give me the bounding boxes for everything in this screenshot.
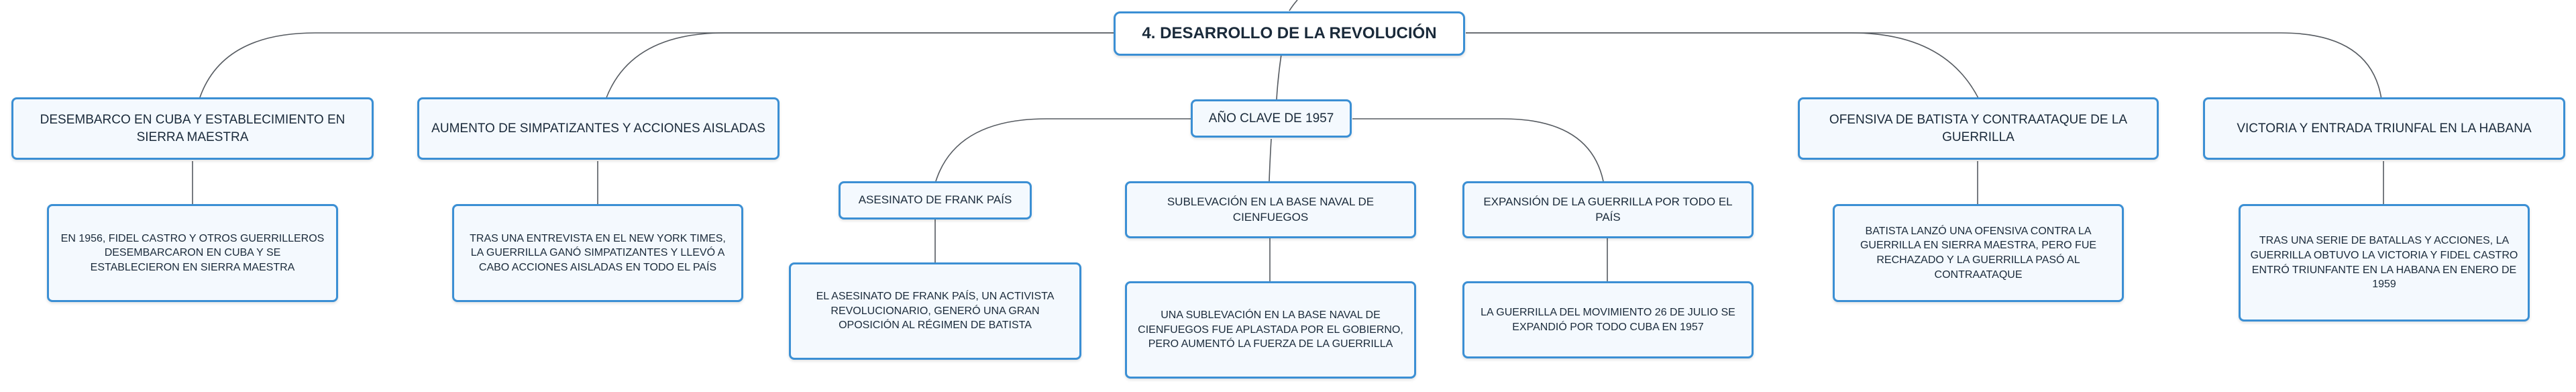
detail-victoria-habana[interactable]: TRAS UNA SERIE DE BATALLAS Y ACCIONES, L… <box>2239 204 2530 322</box>
root-node[interactable]: 4. DESARROLLO DE LA REVOLUCIÓN <box>1114 11 1465 56</box>
detail-aumento-simpatizantes[interactable]: TRAS UNA ENTREVISTA EN EL NEW YORK TIMES… <box>452 204 743 302</box>
topic-label: DESEMBARCO EN CUBA Y ESTABLECIMIENTO EN … <box>40 112 345 144</box>
detail-text: EL ASESINATO DE FRANK PAÍS, UN ACTIVISTA… <box>816 291 1055 332</box>
connector-topic3-sub3 <box>1352 118 1604 182</box>
connector-topic3-sub1 <box>935 118 1191 182</box>
detail-text: LA GUERRILLA DEL MOVIMIENTO 26 DE JULIO … <box>1481 306 1735 333</box>
connector-parent <box>1289 0 1298 11</box>
topic-ofensiva-batista[interactable]: OFENSIVA DE BATISTA Y CONTRAATAQUE DE LA… <box>1798 97 2159 160</box>
connector-topic3-sub2 <box>1269 138 1272 182</box>
connector-root-topic3 <box>1276 54 1282 100</box>
root-title: 4. DESARROLLO DE LA REVOLUCIÓN <box>1142 23 1437 42</box>
connector-root-topic2 <box>605 32 1117 100</box>
topic-desembarco[interactable]: DESEMBARCO EN CUBA Y ESTABLECIMIENTO EN … <box>11 97 374 160</box>
subtopic-label: SUBLEVACIÓN EN LA BASE NAVAL DE CIENFUEG… <box>1167 195 1375 224</box>
subtopic-label: EXPANSIÓN DE LA GUERRILLA POR TODO EL PA… <box>1483 195 1733 224</box>
detail-text: UNA SUBLEVACIÓN EN LA BASE NAVAL DE CIEN… <box>1138 309 1403 350</box>
topic-label: AUMENTO DE SIMPATIZANTES Y ACCIONES AISL… <box>431 121 765 136</box>
topic-label: OFENSIVA DE BATISTA Y CONTRAATAQUE DE LA… <box>1829 112 2128 144</box>
detail-expansion-guerrilla[interactable]: LA GUERRILLA DEL MOVIMIENTO 26 DE JULIO … <box>1462 281 1754 358</box>
subtopic-cienfuegos[interactable]: SUBLEVACIÓN EN LA BASE NAVAL DE CIENFUEG… <box>1125 181 1416 238</box>
subtopic-expansion-guerrilla[interactable]: EXPANSIÓN DE LA GUERRILLA POR TODO EL PA… <box>1462 181 1754 238</box>
topic-label: VICTORIA Y ENTRADA TRIUNFAL EN LA HABANA <box>2237 121 2532 136</box>
topic-label: AÑO CLAVE DE 1957 <box>1208 111 1334 126</box>
detail-text: BATISTA LANZÓ UNA OFENSIVA CONTRA LA GUE… <box>1860 225 2097 281</box>
detail-text: TRAS UNA SERIE DE BATALLAS Y ACCIONES, L… <box>2250 235 2518 291</box>
topic-victoria-habana[interactable]: VICTORIA Y ENTRADA TRIUNFAL EN LA HABANA <box>2203 97 2565 160</box>
connector-root-topic5 <box>1466 32 2382 100</box>
detail-text: EN 1956, FIDEL CASTRO Y OTROS GUERRILLER… <box>60 232 325 273</box>
connector-root-topic1 <box>199 32 1117 100</box>
detail-text: TRAS UNA ENTREVISTA EN EL NEW YORK TIMES… <box>470 232 726 273</box>
subtopic-label: ASESINATO DE FRANK PAÍS <box>858 193 1012 207</box>
detail-cienfuegos[interactable]: UNA SUBLEVACIÓN EN LA BASE NAVAL DE CIEN… <box>1125 281 1416 379</box>
connector-root-topic4 <box>1466 32 1980 100</box>
detail-desembarco[interactable]: EN 1956, FIDEL CASTRO Y OTROS GUERRILLER… <box>47 204 338 302</box>
topic-aumento-simpatizantes[interactable]: AUMENTO DE SIMPATIZANTES Y ACCIONES AISL… <box>417 97 780 160</box>
detail-frank-pais[interactable]: EL ASESINATO DE FRANK PAÍS, UN ACTIVISTA… <box>789 262 1081 360</box>
subtopic-frank-pais[interactable]: ASESINATO DE FRANK PAÍS <box>839 181 1032 219</box>
detail-ofensiva-batista[interactable]: BATISTA LANZÓ UNA OFENSIVA CONTRA LA GUE… <box>1833 204 2124 302</box>
topic-ano-clave-1957[interactable]: AÑO CLAVE DE 1957 <box>1191 99 1352 138</box>
